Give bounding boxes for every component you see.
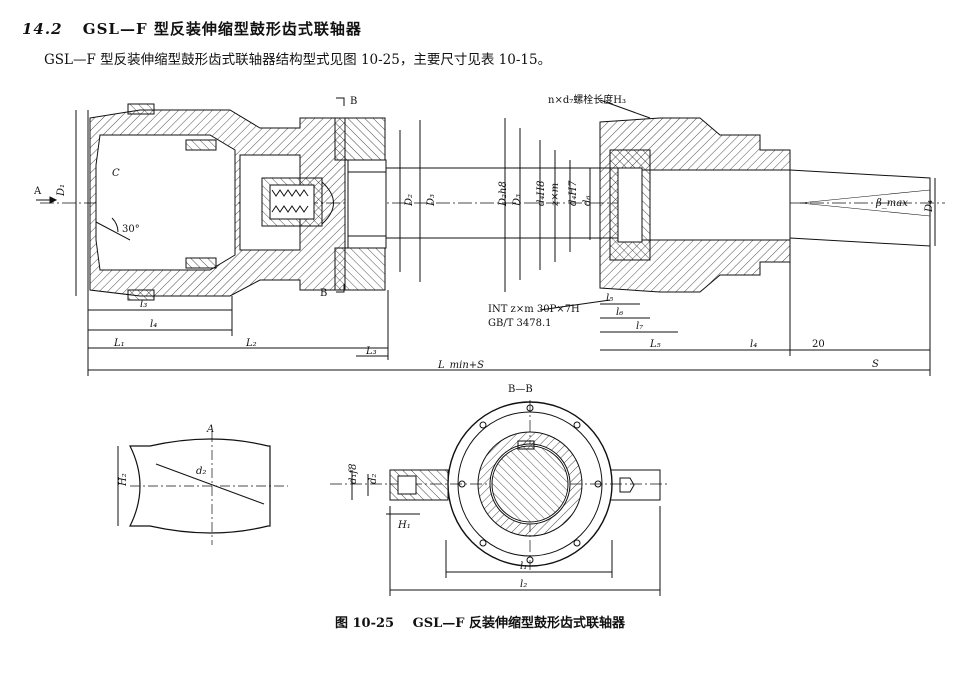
section-bb-labels: B—B d₁f8 d₂ H₁ l₁ l₂ xyxy=(348,384,533,590)
label-angle: 30° xyxy=(122,224,140,235)
label-L1: L₁ xyxy=(113,338,125,349)
label-spline: INT z×m 30P×7H xyxy=(488,304,580,315)
label-twenty: 20 xyxy=(812,339,825,350)
figure-caption: 图 10-25 GSL—F 反装伸缩型鼓形齿式联轴器 xyxy=(0,612,960,631)
label-Lmin: L_min+S xyxy=(437,360,484,371)
section-heading: 14.2 GSL—F 型反装伸缩型鼓形齿式联轴器 xyxy=(22,18,362,39)
label-d4: D₄ xyxy=(924,200,935,213)
label-d6: d₆ xyxy=(582,196,593,206)
label-d2: d₂ xyxy=(196,466,206,477)
main-section-view xyxy=(36,97,945,376)
figure-number: 图 10-25 xyxy=(334,616,395,631)
label-h1: H₁ xyxy=(397,520,411,531)
section-title: GSL—F 型反装伸缩型鼓形齿式联轴器 xyxy=(82,20,362,38)
label-zxm: z×m xyxy=(550,183,561,207)
label-c: C xyxy=(112,168,120,179)
label-section-b-bottom: B xyxy=(320,288,327,299)
label-section-b-top: B xyxy=(350,96,357,107)
label-bolt: n×d₇螺栓长度H₃ xyxy=(548,93,626,106)
label-d4h8: d₄H8 xyxy=(536,181,547,207)
label-l3: l₃ xyxy=(140,299,147,310)
label-l2: l₂ xyxy=(520,579,527,590)
view-a xyxy=(117,432,288,545)
label-l6: l₆ xyxy=(616,307,623,318)
label-l7: l₇ xyxy=(636,321,643,332)
label-beta: β_max xyxy=(875,198,908,209)
label-d3: D₃ xyxy=(426,194,437,207)
label-L5: L₅ xyxy=(649,339,661,350)
main-view-labels: B B n×d₇螺栓长度H₃ A D₁ C 30° D₂ D₃ D₂h8 D₃ … xyxy=(33,93,935,371)
section-bb xyxy=(330,400,670,596)
section-number: 14.2 xyxy=(22,20,63,38)
label-section-title: B—B xyxy=(508,384,533,395)
view-a-labels: A H₂ d₂ xyxy=(118,424,214,487)
label-view-a: A xyxy=(33,186,42,197)
label-h2: H₂ xyxy=(118,473,129,487)
label-d2: D₂ xyxy=(404,194,415,207)
label-d2h8: D₂h8 xyxy=(498,181,509,207)
intro-paragraph: GSL—F 型反装伸缩型鼓形齿式联轴器结构型式见图 10-25，主要尺寸见表 1… xyxy=(44,52,552,68)
label-l5: l₅ xyxy=(606,293,613,304)
figure-title: GSL—F 反装伸缩型鼓形齿式联轴器 xyxy=(412,616,626,631)
label-d4h7: d₄H7 xyxy=(568,180,579,206)
label-d2b: d₂ xyxy=(368,474,379,484)
label-s: S xyxy=(872,359,879,370)
label-d3b: D₃ xyxy=(512,194,523,207)
label-l1: l₁ xyxy=(520,561,527,572)
label-L3: L₃ xyxy=(365,346,377,357)
label-l4b: l₄ xyxy=(750,339,757,350)
label-standard: GB/T 3478.1 xyxy=(488,318,552,329)
label-d1: D₁ xyxy=(56,184,67,197)
label-L2: L₂ xyxy=(245,338,257,349)
label-d1f8: d₁f8 xyxy=(348,464,359,484)
label-view-a-top: A xyxy=(206,424,214,435)
label-l4: l₄ xyxy=(150,319,157,330)
